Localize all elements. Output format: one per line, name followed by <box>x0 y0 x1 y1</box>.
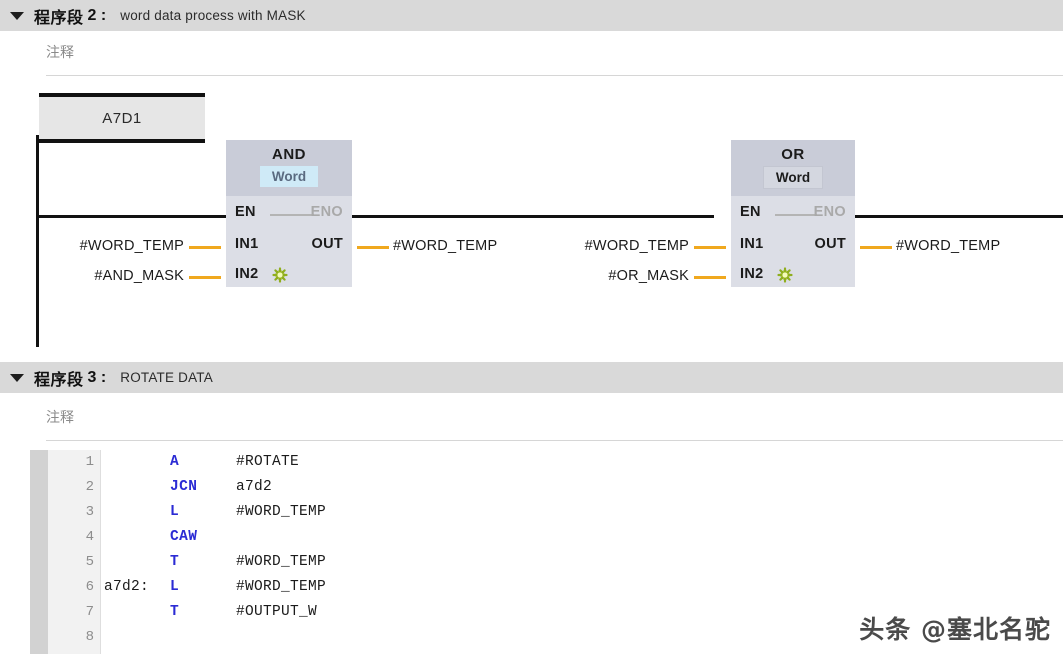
stl-operation[interactable]: CAW <box>170 529 198 545</box>
stl-code-row[interactable]: 5 T #WORD_TEMP <box>0 550 1063 575</box>
stl-operand[interactable]: #ROTATE <box>236 454 300 470</box>
network-3-colon: : <box>100 368 107 386</box>
network-3-header[interactable]: 程序段 3 : ROTATE DATA <box>0 362 1063 393</box>
stl-operand[interactable]: #WORD_TEMP <box>236 554 327 570</box>
rung-segment-right <box>855 215 1063 218</box>
or-out-wire <box>860 246 892 249</box>
network-2-number: 2 <box>87 6 97 24</box>
and-block-name: AND <box>272 146 306 163</box>
or-in1-wire <box>694 246 726 249</box>
network-2-header[interactable]: 程序段 2 : word data process with MASK <box>0 0 1063 31</box>
and-pin-in2[interactable]: IN2 <box>235 266 259 282</box>
stl-line-number-gutter <box>48 450 101 654</box>
and-pin-in1[interactable]: IN1 <box>235 236 259 252</box>
stl-operation[interactable]: L <box>170 504 180 520</box>
stl-code-row[interactable]: 6 a7d2: L #WORD_TEMP <box>0 575 1063 600</box>
stl-line-number: 7 <box>85 604 94 620</box>
network-2-comment-row: 注释 <box>0 31 1063 76</box>
network-3-title: 程序段 <box>34 371 84 389</box>
or-pin-out[interactable]: OUT <box>814 236 846 252</box>
stl-operand[interactable]: #WORD_TEMP <box>236 579 327 595</box>
stl-operation[interactable]: L <box>170 579 180 595</box>
and-block-datatype[interactable]: Word <box>259 166 319 187</box>
network-2-comment-field[interactable]: 注释 <box>46 42 74 62</box>
and-pin-eno[interactable]: ENO <box>310 204 343 220</box>
stl-code-row[interactable]: 7 T #OUTPUT_W <box>0 600 1063 625</box>
or-in2-operand[interactable]: #OR_MASK <box>608 268 689 284</box>
stl-operation[interactable]: T <box>170 604 180 620</box>
or-pin-en[interactable]: EN <box>740 204 761 220</box>
or-block[interactable]: OR Word EN ENO IN1 OUT IN2 <box>731 140 855 287</box>
or-pin-eno[interactable]: ENO <box>813 204 846 220</box>
network-2-description[interactable]: word data process with MASK <box>120 8 306 23</box>
stl-bookmark-gutter[interactable] <box>30 450 48 654</box>
stl-operation[interactable]: A <box>170 454 180 470</box>
or-in2-wire <box>694 276 726 279</box>
watermark: 头条 @塞北名驼 <box>859 615 1051 644</box>
network-2-colon: : <box>100 6 107 24</box>
stl-operation[interactable]: JCN <box>170 479 198 495</box>
add-parameter-star-icon[interactable] <box>272 267 288 283</box>
network-3-comment-row: 注释 <box>0 393 1063 441</box>
network-3-collapse-toggle[interactable] <box>0 362 34 393</box>
stl-line-number: 1 <box>85 454 94 470</box>
add-parameter-star-icon[interactable] <box>777 267 793 283</box>
power-rail <box>36 135 39 347</box>
stl-jump-label[interactable]: a7d2: <box>104 579 150 595</box>
or-eno-connector <box>775 214 817 216</box>
rung-segment-left <box>36 215 226 218</box>
network-2-title: 程序段 <box>34 9 84 27</box>
or-pin-in2[interactable]: IN2 <box>740 266 764 282</box>
or-block-header: OR Word <box>731 140 855 196</box>
network-3-comment-field[interactable]: 注释 <box>46 407 74 427</box>
network-3-description[interactable]: ROTATE DATA <box>120 370 213 385</box>
stl-line-number: 6 <box>85 579 94 595</box>
and-in2-wire <box>189 276 221 279</box>
or-in1-operand[interactable]: #WORD_TEMP <box>584 238 689 254</box>
stl-line-number: 4 <box>85 529 94 545</box>
stl-code-row[interactable]: 2 JCN a7d2 <box>0 475 1063 500</box>
stl-code-row[interactable]: 4 CAW <box>0 525 1063 550</box>
and-eno-connector <box>270 214 314 216</box>
rung-segment-middle <box>351 215 714 218</box>
and-out-operand[interactable]: #WORD_TEMP <box>393 238 498 254</box>
stl-operand[interactable]: a7d2 <box>236 479 273 495</box>
or-block-datatype[interactable]: Word <box>762 166 824 189</box>
jump-label-text: A7D1 <box>102 109 142 127</box>
and-pin-en[interactable]: EN <box>235 204 256 220</box>
stl-operand[interactable]: #WORD_TEMP <box>236 504 327 520</box>
stl-line-number: 3 <box>85 504 94 520</box>
and-pin-out[interactable]: OUT <box>311 236 343 252</box>
stl-code-row[interactable]: 8 <box>0 625 1063 650</box>
and-in2-operand[interactable]: #AND_MASK <box>94 268 184 284</box>
stl-code-row[interactable]: 1 A #ROTATE <box>0 450 1063 475</box>
and-out-wire <box>357 246 389 249</box>
network-3-number: 3 <box>87 368 97 386</box>
network-2-comment-placeholder: 注释 <box>46 44 74 60</box>
stl-line-number: 8 <box>85 629 94 645</box>
chevron-down-icon <box>10 373 24 382</box>
stl-line-number: 2 <box>85 479 94 495</box>
and-block[interactable]: AND Word EN ENO IN1 OUT IN2 <box>226 140 352 287</box>
network-2-comment-divider <box>46 75 1063 76</box>
stl-operation[interactable]: T <box>170 554 180 570</box>
and-in1-wire <box>189 246 221 249</box>
network-3-comment-divider <box>46 440 1063 441</box>
ladder-canvas[interactable]: A7D1 AND Word EN ENO IN1 OUT IN2 <box>0 76 1063 353</box>
jump-label-a7d1[interactable]: A7D1 <box>39 93 205 143</box>
or-block-name: OR <box>781 146 805 163</box>
network-2-collapse-toggle[interactable] <box>0 0 34 31</box>
stl-code-row[interactable]: 3 L #WORD_TEMP <box>0 500 1063 525</box>
and-in1-operand[interactable]: #WORD_TEMP <box>79 238 184 254</box>
stl-operand[interactable]: #OUTPUT_W <box>236 604 318 620</box>
and-block-header: AND Word <box>226 140 352 196</box>
chevron-down-icon <box>10 11 24 20</box>
or-out-operand[interactable]: #WORD_TEMP <box>896 238 1001 254</box>
network-3-comment-placeholder: 注释 <box>46 409 74 425</box>
stl-line-number: 5 <box>85 554 94 570</box>
or-pin-in1[interactable]: IN1 <box>740 236 764 252</box>
